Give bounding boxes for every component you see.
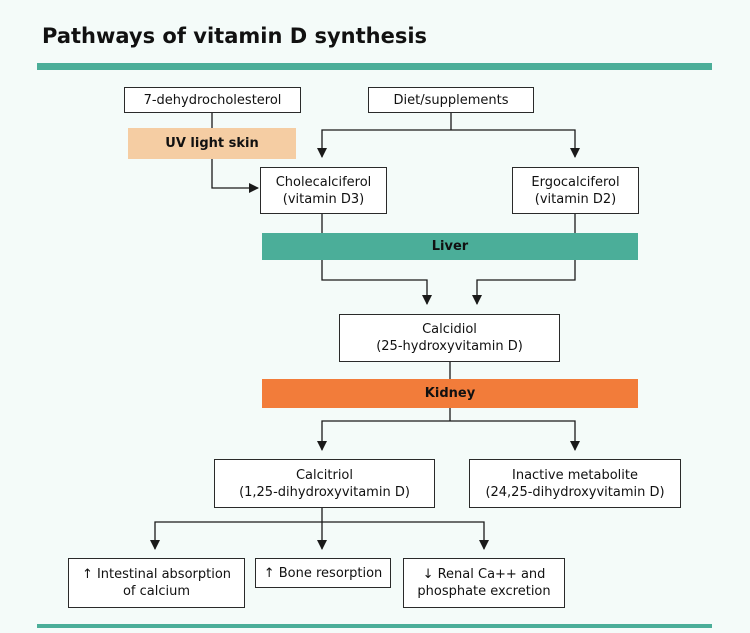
arrow-diet-to-ergocalciferol [451,129,580,158]
node-intestinal-absorption: ↑ Intestinal absorption of calcium [68,558,245,608]
node-ergocalciferol-label: Ergocalciferol (vitamin D2) [531,174,620,207]
band-kidney-label: Kidney [424,386,476,401]
node-7-dehydrocholesterol: 7-dehydrocholesterol [124,87,301,113]
arrow-to-calcitriol [317,420,450,451]
arrow-diet-to-cholecalciferol [317,129,451,158]
arrow-to-renal [322,521,489,550]
node-bone-resorption-label: ↑ Bone resorption [263,565,383,581]
node-diet-supplements: Diet/supplements [368,87,534,113]
bottom-divider [37,624,712,628]
node-bone-resorption: ↑ Bone resorption [255,558,391,588]
node-7-dehydrocholesterol-label: 7-dehydrocholesterol [143,92,282,108]
top-divider [37,63,712,70]
page-title: Pathways of vitamin D synthesis [42,24,428,48]
node-diet-supplements-label: Diet/supplements [393,92,509,108]
band-liver: Liver [262,233,638,260]
node-calcidiol-label: Calcidiol (25-hydroxyvitamin D) [376,322,523,354]
node-inactive-metabolite: Inactive metabolite (24,25-dihydroxyvita… [469,459,681,508]
node-ergocalciferol: Ergocalciferol (vitamin D2) [512,167,639,214]
node-calcitriol: Calcitriol (1,25-dihydroxyvitamin D) [214,459,435,508]
arrow-to-inactive-metabolite [450,420,580,451]
arrow-to-intestinal [150,521,322,550]
band-uv-light-skin: UV light skin [128,128,296,159]
node-intestinal-absorption-label: ↑ Intestinal absorption of calcium [81,567,232,599]
node-renal-excretion: ↓ Renal Ca++ and phosphate excretion [403,558,565,608]
node-calcitriol-label: Calcitriol (1,25-dihydroxyvitamin D) [239,467,410,500]
node-renal-excretion-label: ↓ Renal Ca++ and phosphate excretion [417,567,551,599]
band-uv-light-skin-label: UV light skin [165,136,259,151]
node-calcidiol: Calcidiol (25-hydroxyvitamin D) [339,314,560,362]
node-cholecalciferol-label: Cholecalciferol (vitamin D3) [275,174,372,207]
node-inactive-metabolite-label: Inactive metabolite (24,25-dihydroxyvita… [485,467,665,500]
node-cholecalciferol: Cholecalciferol (vitamin D3) [260,167,387,214]
band-kidney: Kidney [262,379,638,408]
band-liver-label: Liver [431,239,469,254]
